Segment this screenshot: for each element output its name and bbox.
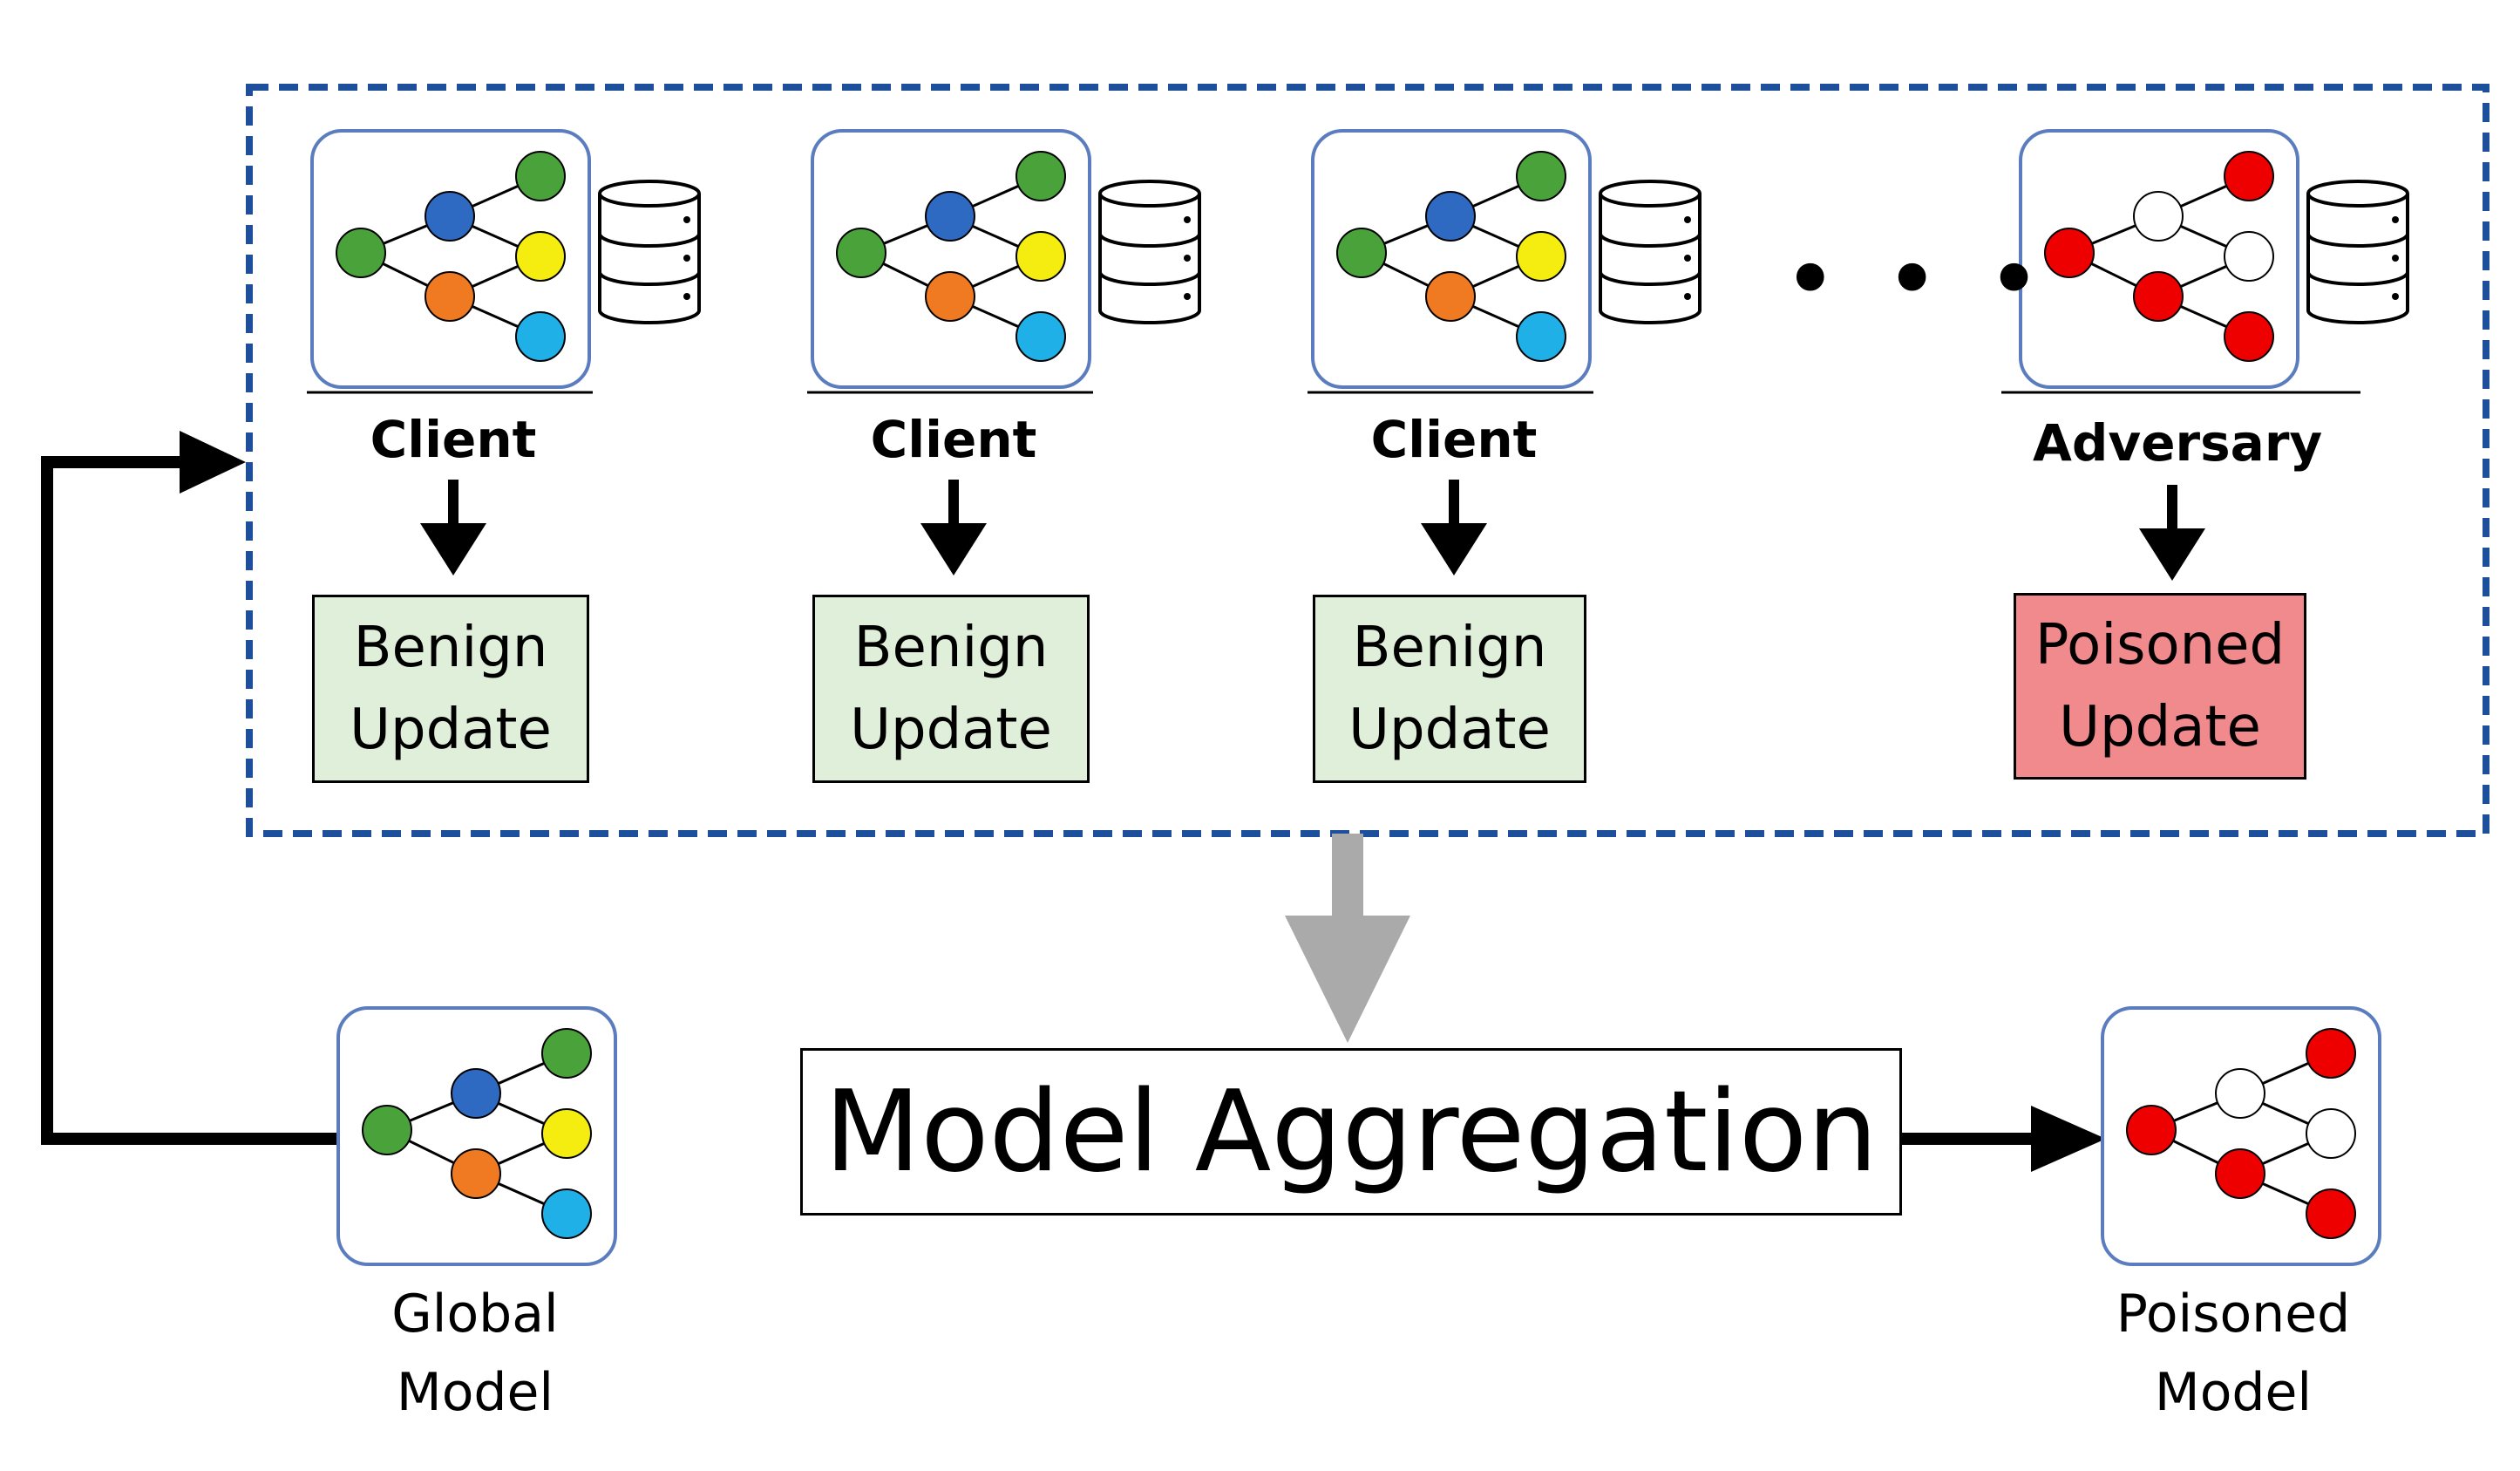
client-label-3: Client <box>1370 410 1538 469</box>
network-node <box>541 1028 592 1079</box>
down-arrow <box>2139 485 2205 581</box>
network-node <box>515 311 566 362</box>
network-node <box>1015 231 1066 282</box>
client-model-card-1 <box>310 129 591 389</box>
network-node <box>2133 271 2184 322</box>
network-node <box>925 191 975 242</box>
database-icon <box>598 180 701 324</box>
network-node <box>925 271 975 322</box>
benign-update-box-3: Benign Update <box>1313 595 1586 783</box>
network-node <box>1015 151 1066 201</box>
network-node <box>836 228 886 278</box>
network-node <box>2224 231 2274 282</box>
network-node <box>541 1188 592 1239</box>
network-node <box>2224 311 2274 362</box>
database-icon <box>2306 180 2409 324</box>
aggregation-to-poisoned-arrow <box>1902 1106 2106 1172</box>
network-node <box>2224 151 2274 201</box>
poisoned-update-line1: Poisoned <box>2034 613 2286 678</box>
network-node <box>1516 231 1566 282</box>
network-node <box>2044 228 2095 278</box>
benign-update-line2: Update <box>850 698 1052 762</box>
poisoned-update-line2: Update <box>2059 695 2261 759</box>
network-node <box>451 1148 501 1199</box>
network-node <box>2215 1068 2265 1119</box>
model-aggregation-label: Model Aggregation <box>824 1066 1878 1197</box>
global-model-caption: Global Model <box>349 1275 601 1432</box>
adversary-model-card <box>2019 129 2299 389</box>
global-model-card <box>336 1006 617 1266</box>
network-node <box>1425 271 1476 322</box>
database-icon <box>1098 180 1201 324</box>
benign-update-line1: Benign <box>853 616 1049 680</box>
adversary-label: Adversary <box>2033 413 2323 473</box>
network-node <box>2306 1188 2356 1239</box>
network-node <box>425 191 475 242</box>
benign-update-line1: Benign <box>353 616 548 680</box>
network-node <box>1516 151 1566 201</box>
network-node <box>2306 1028 2356 1079</box>
model-aggregation-box: Model Aggregation <box>800 1048 1902 1216</box>
more-clients-ellipsis: • • • <box>1785 234 2052 325</box>
client-label-2: Client <box>870 410 1037 469</box>
network-node <box>1516 311 1566 362</box>
benign-update-box-2: Benign Update <box>812 595 1090 783</box>
poisoned-model-caption-line1: Poisoned <box>2116 1284 2351 1345</box>
benign-update-line2: Update <box>350 698 552 762</box>
network-node <box>2133 191 2184 242</box>
down-arrow <box>1421 480 1487 575</box>
down-arrow <box>420 480 486 575</box>
benign-update-box-1: Benign Update <box>312 595 589 783</box>
network-node <box>2215 1148 2265 1199</box>
client-model-card-3 <box>1311 129 1592 389</box>
poisoned-model-caption: Poisoned Model <box>2102 1275 2364 1432</box>
poisoned-model-card <box>2101 1006 2381 1266</box>
network-node <box>2306 1108 2356 1159</box>
network-node <box>425 271 475 322</box>
poisoned-model-caption-line2: Model <box>2154 1362 2313 1423</box>
feedback-loop-arrow <box>41 431 338 1145</box>
down-arrow <box>920 480 987 575</box>
global-model-caption-line2: Model <box>396 1362 554 1423</box>
network-node <box>515 231 566 282</box>
client-label-1: Client <box>370 410 537 469</box>
benign-update-line2: Update <box>1348 698 1551 762</box>
clients-group-border <box>246 84 2489 837</box>
poisoned-update-box: Poisoned Update <box>2014 593 2306 780</box>
network-node <box>2126 1105 2177 1155</box>
network-node <box>336 228 386 278</box>
network-node <box>362 1105 412 1155</box>
network-node <box>1336 228 1387 278</box>
network-node <box>451 1068 501 1119</box>
client-model-card-2 <box>811 129 1091 389</box>
benign-update-line1: Benign <box>1352 616 1547 680</box>
aggregation-arrow <box>1285 834 1410 1043</box>
global-model-caption-line1: Global <box>391 1284 559 1345</box>
network-node <box>541 1108 592 1159</box>
network-node <box>1015 311 1066 362</box>
database-icon <box>1599 180 1702 324</box>
network-node <box>515 151 566 201</box>
network-node <box>1425 191 1476 242</box>
